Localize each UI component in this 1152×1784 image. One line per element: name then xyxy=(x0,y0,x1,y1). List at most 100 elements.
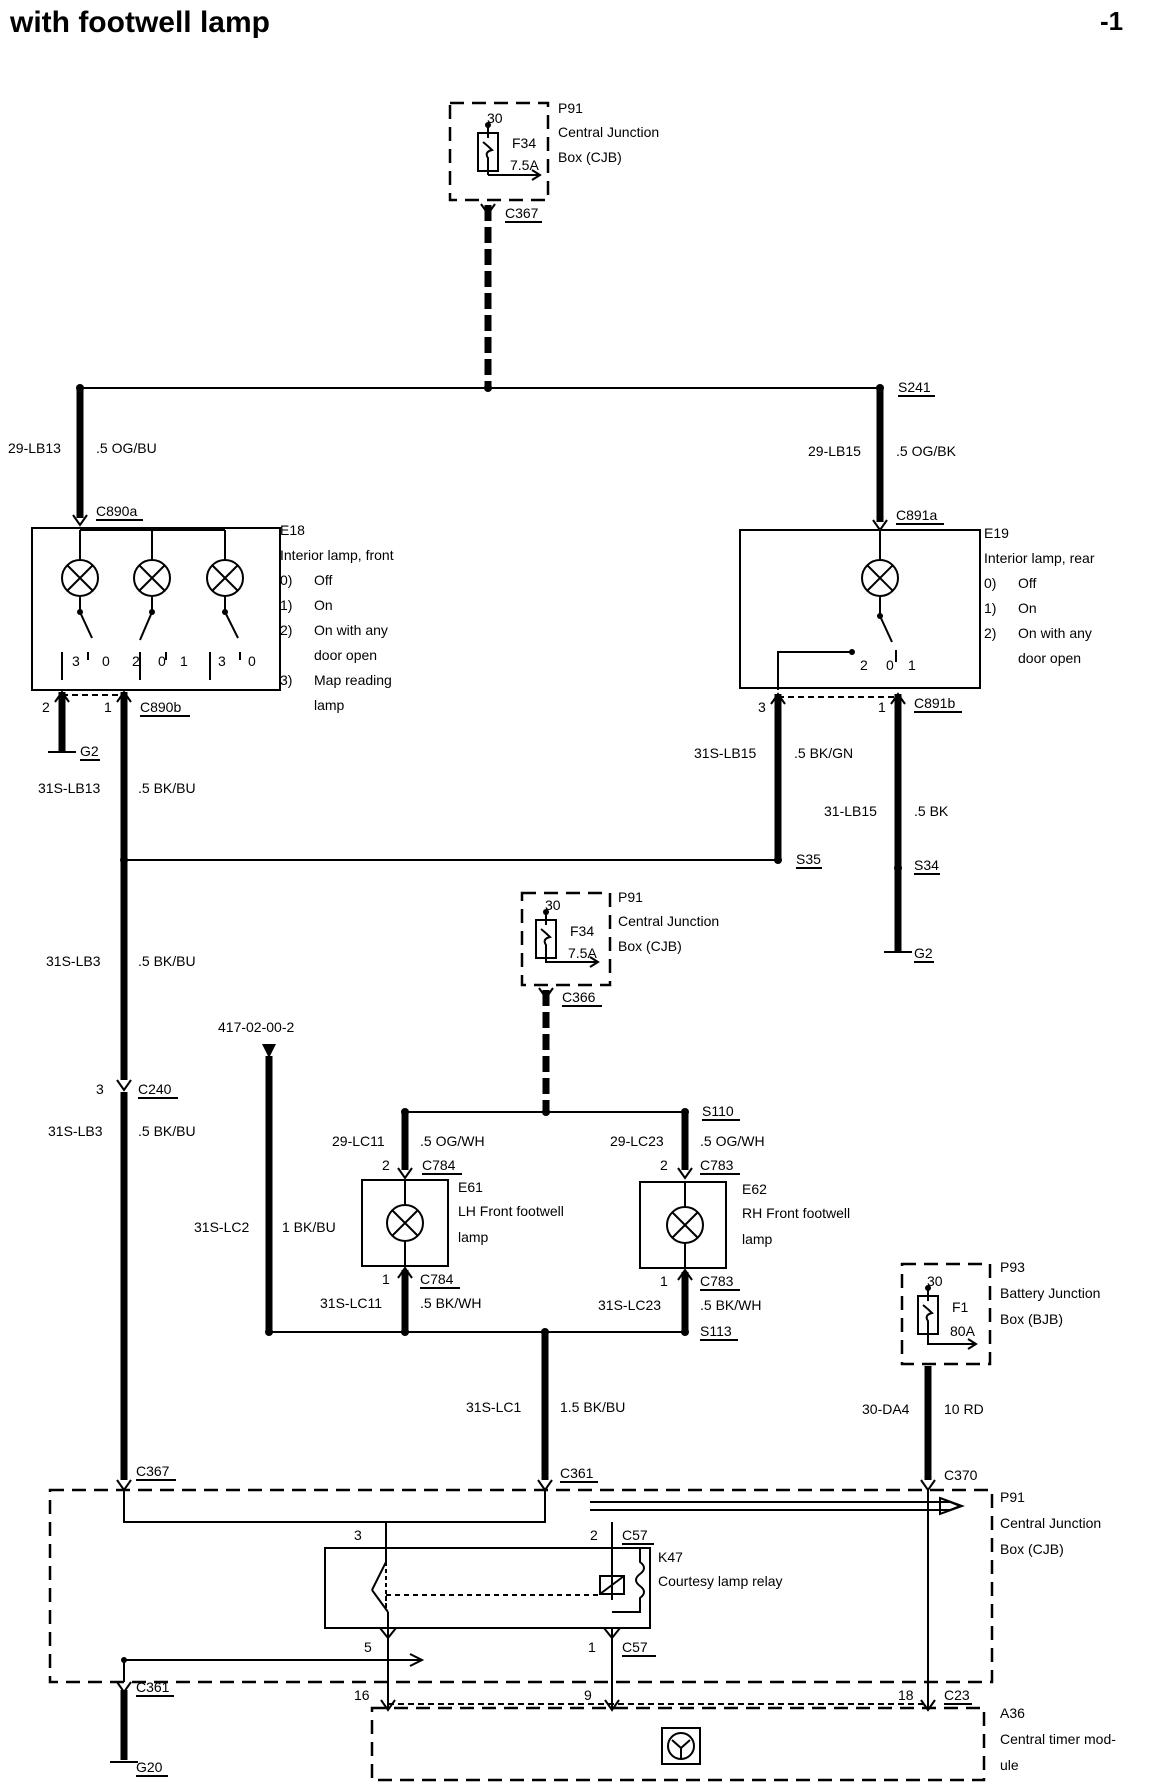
c240-pin: 3 xyxy=(96,1081,104,1097)
svg-text:1: 1 xyxy=(908,657,916,673)
circuit-31s-lc1: 31S-LC1 xyxy=(466,1399,521,1415)
svg-text:F34: F34 xyxy=(570,923,594,939)
svg-text:2): 2) xyxy=(984,625,996,641)
e18-pin-1: 1 xyxy=(104,699,112,715)
a36-pin-16: 16 xyxy=(354,1687,370,1703)
e18-desc: Interior lamp, front xyxy=(280,547,394,563)
svg-text:door open: door open xyxy=(1018,650,1081,666)
fuse-pin-label: 30 xyxy=(487,110,503,126)
cjb-lower-desc-2: Box (CJB) xyxy=(1000,1541,1064,1557)
e62-pin-2: 2 xyxy=(660,1157,668,1173)
svg-text:lamp: lamp xyxy=(314,697,345,713)
e18-name: E18 xyxy=(280,522,305,538)
fuse-label: F34 xyxy=(512,135,536,151)
connector-c783-in: C783 xyxy=(700,1157,734,1173)
svg-text:On with any: On with any xyxy=(314,622,388,638)
k47-pin-1: 1 xyxy=(588,1639,596,1655)
lamp-symbol xyxy=(861,559,899,597)
splice-s110: S110 xyxy=(702,1103,734,1119)
e19-interior-lamp-rear: 2 0 1 xyxy=(739,529,981,690)
k47-name: K47 xyxy=(658,1549,683,1565)
e61-name: E61 xyxy=(458,1179,483,1195)
e62-name: E62 xyxy=(742,1181,767,1197)
circuit-29-lc23: 29-LC23 xyxy=(610,1133,664,1149)
splice-s113: S113 xyxy=(700,1323,732,1339)
k47-pin-5: 5 xyxy=(364,1639,372,1655)
svg-text:7.5A: 7.5A xyxy=(568,945,597,961)
bjb-fuse-box: 30 F1 80A P93 Battery Junction Box (BJB) xyxy=(900,1259,1100,1366)
wire-30-da4: 10 RD xyxy=(944,1401,984,1417)
e19-pin-1: 1 xyxy=(878,699,886,715)
svg-text:0: 0 xyxy=(248,653,256,669)
wire-31s-lc2: 1 BK/BU xyxy=(282,1219,336,1235)
e19-pin-3: 3 xyxy=(758,699,766,715)
lamp-symbol xyxy=(666,1206,704,1244)
circuit-31s-lb13: 31S-LB13 xyxy=(38,780,100,796)
circuit-31s-lb3-b: 31S-LB3 xyxy=(48,1123,103,1139)
connector-c57-bottom: C57 xyxy=(622,1639,648,1655)
svg-text:Box (BJB): Box (BJB) xyxy=(1000,1311,1063,1327)
connector-c367: C367 xyxy=(136,1463,170,1479)
connector-c367-top: C367 xyxy=(505,205,539,221)
svg-text:2): 2) xyxy=(280,622,292,638)
wire-29-lc11: .5 OG/WH xyxy=(420,1133,485,1149)
splice-s34: S34 xyxy=(914,857,939,873)
svg-text:0: 0 xyxy=(158,653,166,669)
wire-31-lb15: .5 BK xyxy=(914,803,949,819)
svg-text:P93: P93 xyxy=(1000,1259,1025,1275)
svg-text:1): 1) xyxy=(280,597,292,613)
svg-text:0): 0) xyxy=(280,572,292,588)
lamp-symbol xyxy=(61,559,99,597)
page-title: with footwell lamp xyxy=(9,6,270,39)
connector-c366: C366 xyxy=(562,989,596,1005)
splice-s241: S241 xyxy=(898,379,931,395)
wire-31s-lc1: 1.5 BK/BU xyxy=(560,1399,625,1415)
ground-g2-right: G2 xyxy=(914,945,933,961)
connector-c784-in: C784 xyxy=(422,1157,456,1173)
a36-pin-18: 18 xyxy=(898,1687,914,1703)
connector-c370: C370 xyxy=(944,1467,978,1483)
wire-29-lc23: .5 OG/WH xyxy=(700,1133,765,1149)
k47-desc: Courtesy lamp relay xyxy=(658,1573,783,1589)
wire-29-lb15: .5 OG/BK xyxy=(896,443,957,459)
e61-desc-2: lamp xyxy=(458,1229,489,1245)
e18-pin-2: 2 xyxy=(42,699,50,715)
circuit-31-lb15: 31-LB15 xyxy=(824,803,877,819)
cjb-lower-box xyxy=(48,1488,994,1684)
svg-text:0: 0 xyxy=(886,657,894,673)
a36-name: A36 xyxy=(1000,1705,1025,1721)
circuit-31s-lc2: 31S-LC2 xyxy=(194,1219,249,1235)
connector-c57-top: C57 xyxy=(622,1527,648,1543)
e62-desc-2: lamp xyxy=(742,1231,773,1247)
k47-courtesy-lamp-relay xyxy=(324,1522,651,1682)
svg-text:0): 0) xyxy=(984,575,996,591)
fuse-rating: 7.5A xyxy=(510,157,539,173)
wire-29-lb13: .5 OG/BU xyxy=(96,440,157,456)
component-name: P91 xyxy=(558,100,583,116)
svg-text:F1: F1 xyxy=(952,1299,969,1315)
connector-c361-top: C361 xyxy=(560,1465,594,1481)
wire-31s-lc11: .5 BK/WH xyxy=(420,1295,481,1311)
page-number: -1 xyxy=(1100,6,1123,36)
lamp-symbol xyxy=(386,1204,424,1242)
svg-text:door open: door open xyxy=(314,647,377,663)
connector-c240: C240 xyxy=(138,1081,172,1097)
svg-text:3: 3 xyxy=(218,653,226,669)
circuit-31s-lc11: 31S-LC11 xyxy=(320,1295,382,1311)
svg-text:On: On xyxy=(314,597,333,613)
cjb-fuse-box-top: 30 F34 7.5A P91 Central Junction Box (CJ… xyxy=(448,100,659,202)
k47-pin-3: 3 xyxy=(354,1527,362,1543)
reference-417-02-00-2: 417-02-00-2 xyxy=(218,1019,294,1035)
wire-31s-lc23: .5 BK/WH xyxy=(700,1297,761,1313)
e18-interior-lamp-front: 3 0 2 0 1 3 0 xyxy=(31,527,281,691)
a36-desc-2: ule xyxy=(1000,1757,1019,1773)
e62-pin-1: 1 xyxy=(660,1273,668,1289)
svg-text:80A: 80A xyxy=(950,1323,976,1339)
splice-s35: S35 xyxy=(796,851,821,867)
connector-c23: C23 xyxy=(944,1687,970,1703)
svg-text:Battery Junction: Battery Junction xyxy=(1000,1285,1100,1301)
wire-31s-lb13: .5 BK/BU xyxy=(138,780,196,796)
circuit-31s-lb15: 31S-LB15 xyxy=(694,745,756,761)
circuit-29-lb15: 29-LB15 xyxy=(808,443,861,459)
